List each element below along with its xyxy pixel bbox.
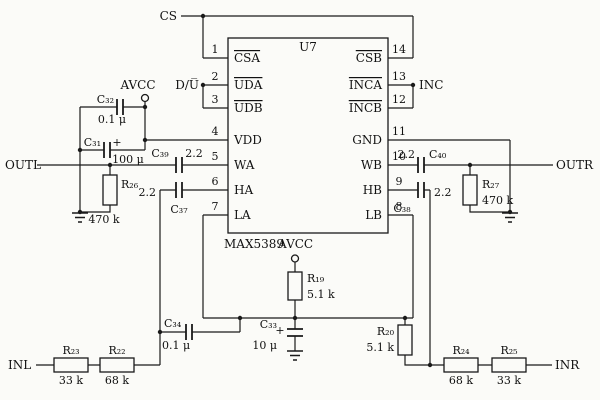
c32-ref: C₃₂	[97, 93, 114, 106]
c33-plus-sign: +	[275, 324, 284, 337]
c40-value: 2.2	[398, 148, 416, 161]
pin-number-12: 12	[392, 93, 406, 106]
pin-number-5: 5	[212, 150, 219, 163]
r19-ref: R₁₉	[307, 272, 325, 285]
pin-name-csb: CSB	[356, 51, 382, 65]
pin-name-lb: LB	[365, 208, 382, 222]
pin-number-9: 9	[396, 175, 403, 188]
c37-ref: C₃₇	[170, 203, 188, 216]
pin-number-7: 7	[212, 200, 219, 213]
r25-ref: R₂₅	[500, 344, 517, 357]
ic-refdes: U7	[299, 40, 317, 54]
r23-ref: R₂₃	[62, 344, 79, 357]
net-label-avcc-bottom: AVCC	[277, 237, 313, 251]
c38-value: 2.2	[434, 186, 452, 199]
r24-ref: R₂₄	[452, 344, 470, 357]
c34-value: 0.1 μ	[162, 339, 190, 352]
resistor-body-r19	[287, 271, 303, 301]
circuit-wires	[36, 15, 553, 366]
r22-ref: R₂₂	[108, 344, 125, 357]
resistor-body-r25	[491, 357, 527, 373]
r23-value: 33 k	[59, 374, 83, 387]
avcc-terminal-bottom-icon	[290, 254, 300, 263]
ic-body	[227, 37, 389, 234]
c31-value: 100 μ	[112, 153, 144, 166]
c31-plus-sign: +	[112, 136, 121, 149]
resistor-body-r27	[462, 174, 478, 206]
r24-value: 68 k	[449, 374, 473, 387]
ic-part-label: MAX5389	[224, 237, 284, 251]
pin-name-wb: WB	[361, 158, 382, 172]
pin-number-4: 4	[212, 125, 219, 138]
pin-number-10: 10	[392, 150, 406, 163]
resistor-body-r20	[397, 324, 413, 356]
pin-name-vdd: VDD	[233, 133, 262, 147]
net-label-avcc-top: AVCC	[119, 78, 155, 92]
pin-number-11: 11	[392, 125, 406, 138]
pin-number-3: 3	[212, 93, 219, 106]
net-label-cs: CS	[160, 9, 177, 23]
c39-ref: C₃₉	[151, 147, 169, 160]
c39-value: 2.2	[185, 147, 203, 160]
c37-value: 2.2	[139, 186, 157, 199]
r19-value: 5.1 k	[307, 288, 335, 301]
pin-name-la: LA	[234, 208, 251, 222]
net-label-outl: OUTL	[5, 158, 41, 172]
r26-value: 470 k	[88, 213, 119, 226]
r26-ref: R₂₆	[121, 178, 139, 191]
c33-value: 10 μ	[252, 339, 277, 352]
r27-ref: R₂₇	[482, 178, 500, 191]
resistor-body-r24	[443, 357, 479, 373]
pin-name-gnd: GND	[352, 133, 382, 147]
pin-number-1: 1	[212, 43, 219, 56]
net-label-inr: INR	[555, 358, 580, 372]
ground-symbol-center-icon	[287, 350, 303, 361]
pin-number-13: 13	[392, 70, 406, 83]
pin-name-ha: HA	[234, 183, 253, 197]
net-label-outr: OUTR	[556, 158, 594, 172]
net-label-du: D/U̅	[175, 77, 199, 92]
capacitor-plates	[103, 99, 425, 340]
c38-ref: C₃₈	[393, 202, 411, 215]
resistor-body-r23	[53, 357, 89, 373]
net-label-inl: INL	[8, 358, 31, 372]
pin-name-incb: INCB	[349, 101, 382, 115]
c32-value: 0.1 μ	[98, 113, 126, 126]
pin-number-14: 14	[392, 43, 406, 56]
c40-ref: C₄₀	[429, 148, 447, 161]
r20-ref: R₂₀	[377, 325, 395, 338]
c34-ref: C₃₄	[164, 317, 182, 330]
pin-name-csa: CSA	[234, 51, 260, 65]
avcc-terminal-top-icon	[140, 93, 150, 103]
pin-name-wa: WA	[234, 158, 255, 172]
resistor-body-r22	[99, 357, 135, 373]
resistor-body-r26	[102, 174, 118, 206]
pin-name-inca: INCA	[349, 78, 382, 92]
pin-name-uda: UDA	[234, 78, 263, 92]
c33-ref: C₃₃	[260, 318, 277, 331]
c31-ref: C₃₁	[84, 136, 101, 149]
ground-symbol-left-icon	[72, 212, 88, 223]
r20-value: 5.1 k	[366, 341, 394, 354]
pin-name-hb: HB	[363, 183, 382, 197]
junction-dots	[77, 13, 513, 368]
pin-number-8: 8	[396, 200, 403, 213]
net-label-inc: INC	[419, 78, 443, 92]
r22-value: 68 k	[105, 374, 129, 387]
r27-value: 470 k	[482, 194, 513, 207]
pin-number-6: 6	[212, 175, 219, 188]
ground-symbol-right-icon	[502, 212, 518, 223]
r25-value: 33 k	[497, 374, 521, 387]
pin-number-2: 2	[212, 70, 219, 83]
pin-name-udb: UDB	[234, 101, 263, 115]
